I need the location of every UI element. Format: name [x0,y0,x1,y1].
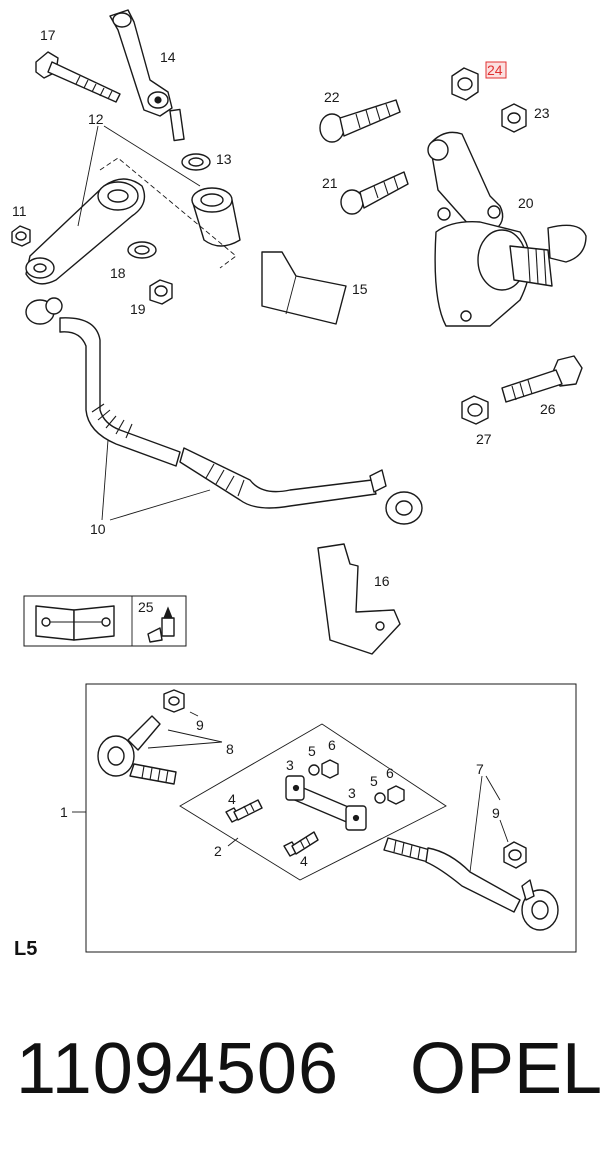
highlight-box-24 [485,61,507,79]
callout-3-top: 3 [286,757,294,773]
clamp-bolt-4-top [225,799,263,823]
callout-8: 8 [226,741,234,757]
nut-11 [11,225,31,247]
callout-17: 17 [40,27,56,43]
callout-1: 1 [60,804,68,820]
part-number: 11094506 [16,1029,339,1109]
callout-6-bottom: 6 [386,765,394,781]
callout-13: 13 [216,151,232,167]
callout-12: 12 [88,111,104,127]
callout-15: 15 [352,281,368,297]
callout-9-right: 9 [492,805,500,821]
clamp-nut-5-6-bottom [374,785,405,805]
bracket-16 [317,543,401,655]
washer-18 [127,241,157,259]
nut-24 [451,67,479,101]
nut-19 [149,279,173,305]
brand-name: OPEL [410,1029,600,1109]
adjuster-subassembly-outline [179,723,447,881]
callout-5-bottom: 5 [370,773,378,789]
clamp-nut-5-6-top [308,759,339,779]
outer-tie-rod-end-7 [383,837,559,931]
grease-tube-icon [147,606,175,643]
nut-9-left [163,689,185,713]
callout-7: 7 [476,761,484,777]
nut-27 [461,395,489,425]
callout-22: 22 [324,89,340,105]
callout-5-top: 5 [308,743,316,759]
callout-10: 10 [90,521,106,537]
diagram-section-label: L5 [14,938,38,960]
nut-23 [501,103,527,133]
bolt-26 [501,355,583,403]
callout-4-top: 4 [228,791,236,807]
bolt-17 [35,51,121,103]
center-tie-rod-10 [25,297,423,525]
callout-6-top: 6 [328,737,336,753]
callout-11: 11 [12,203,27,219]
adjusting-sleeve-3 [285,775,367,831]
ball-joint-8 [97,715,177,785]
idler-arm-12 [25,178,146,285]
callout-27: 27 [476,431,492,447]
clamp-bolt-4-bottom [283,831,319,857]
callout-25: 25 [138,599,154,615]
washer-13 [181,153,211,171]
callout-21: 21 [322,175,338,191]
callout-19: 19 [130,301,146,317]
callout-4-bottom: 4 [300,853,308,869]
idler-bracket-14 [109,9,185,142]
callout-24: 24 [487,62,503,78]
callout-9-left: 9 [196,717,204,733]
steering-knuckle-20 [427,131,587,327]
bolt-21 [340,171,409,215]
callout-18: 18 [110,265,126,281]
callout-14: 14 [160,49,176,65]
manual-book-wrench-icon [35,605,115,641]
bracket-15 [261,251,347,325]
callout-2: 2 [214,843,222,859]
callout-26: 26 [540,401,556,417]
bolt-22 [319,99,401,143]
callout-23: 23 [534,105,550,121]
tie-rod-assembly-frame [85,683,577,953]
callout-3-bottom: 3 [348,785,356,801]
nut-9-right [503,841,527,869]
callout-16: 16 [374,573,390,589]
info-icon-box: 25 [23,595,187,647]
callout-20: 20 [518,195,534,211]
bushing [191,187,241,247]
